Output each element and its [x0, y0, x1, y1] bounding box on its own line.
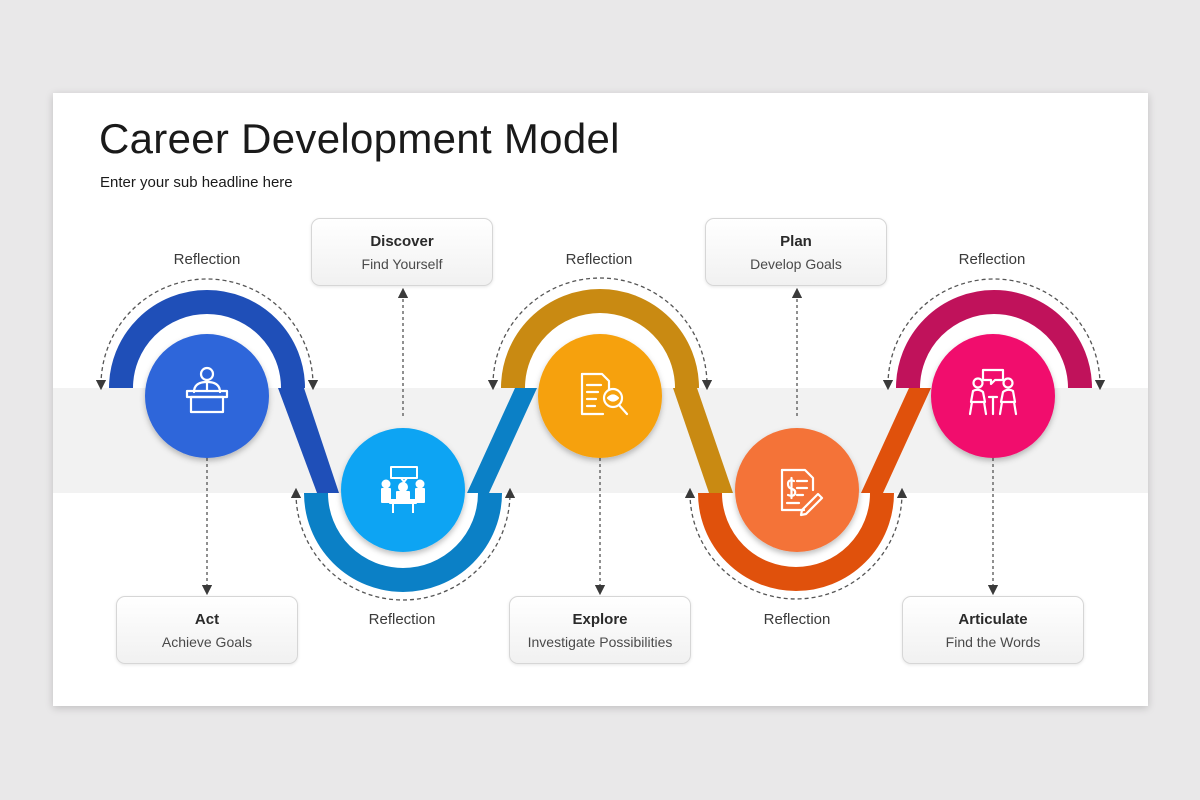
act-reflection-label: Reflection [173, 251, 241, 268]
act-reflection-arrow [95, 278, 319, 391]
discover-reflection-label: Reflection [368, 611, 436, 628]
explore-arc [501, 289, 699, 389]
step-subtitle: Investigate Possibilities [527, 634, 673, 650]
meeting-table-icon [381, 466, 425, 513]
plan-arc [698, 492, 894, 591]
step-card-articulate: Articulate Find the Words [902, 596, 1084, 664]
plan-reflection-arrow [684, 487, 908, 600]
slide: Career Development Model Enter your sub … [53, 93, 1148, 706]
document-search-icon [580, 372, 629, 416]
connector-2 [467, 388, 537, 493]
invoice-pen-icon [780, 468, 824, 517]
step-title: Plan [780, 233, 812, 250]
articulate-arc [896, 290, 1092, 389]
career-wave-diagram [95, 277, 1106, 601]
step-card-discover: Discover Find Yourself [311, 218, 493, 286]
plan-reflection-label: Reflection [763, 611, 831, 628]
conversation-icon [968, 368, 1018, 416]
step-subtitle: Find the Words [945, 634, 1041, 650]
connector-3 [673, 388, 733, 493]
explore-reflection-label: Reflection [565, 251, 633, 268]
page-title: Career Development Model [99, 115, 620, 162]
step-subtitle: Find Yourself [361, 256, 443, 272]
act-arc [109, 290, 305, 389]
step-title: Explore [572, 611, 628, 628]
step-title: Act [194, 611, 220, 628]
connector-1 [278, 388, 339, 493]
explore-circle [538, 334, 662, 458]
step-subtitle: Achieve Goals [161, 634, 253, 650]
articulate-reflection-arrow [882, 278, 1106, 391]
discover-arc [304, 492, 502, 592]
step-subtitle: Develop Goals [750, 256, 842, 272]
step-card-explore: Explore Investigate Possibilities [509, 596, 691, 664]
plan-circle [735, 428, 859, 552]
explore-reflection-arrow [487, 277, 713, 391]
step-title: Discover [370, 233, 434, 250]
connector-4 [861, 388, 931, 493]
podium-speaker-icon [185, 366, 229, 414]
step-card-plan: Plan Develop Goals [705, 218, 887, 286]
page-subtitle: Enter your sub headline here [100, 174, 293, 191]
step-card-act: Act Achieve Goals [116, 596, 298, 664]
discover-reflection-arrow [290, 487, 516, 601]
articulate-reflection-label: Reflection [958, 251, 1026, 268]
step-title: Articulate [958, 611, 1028, 628]
